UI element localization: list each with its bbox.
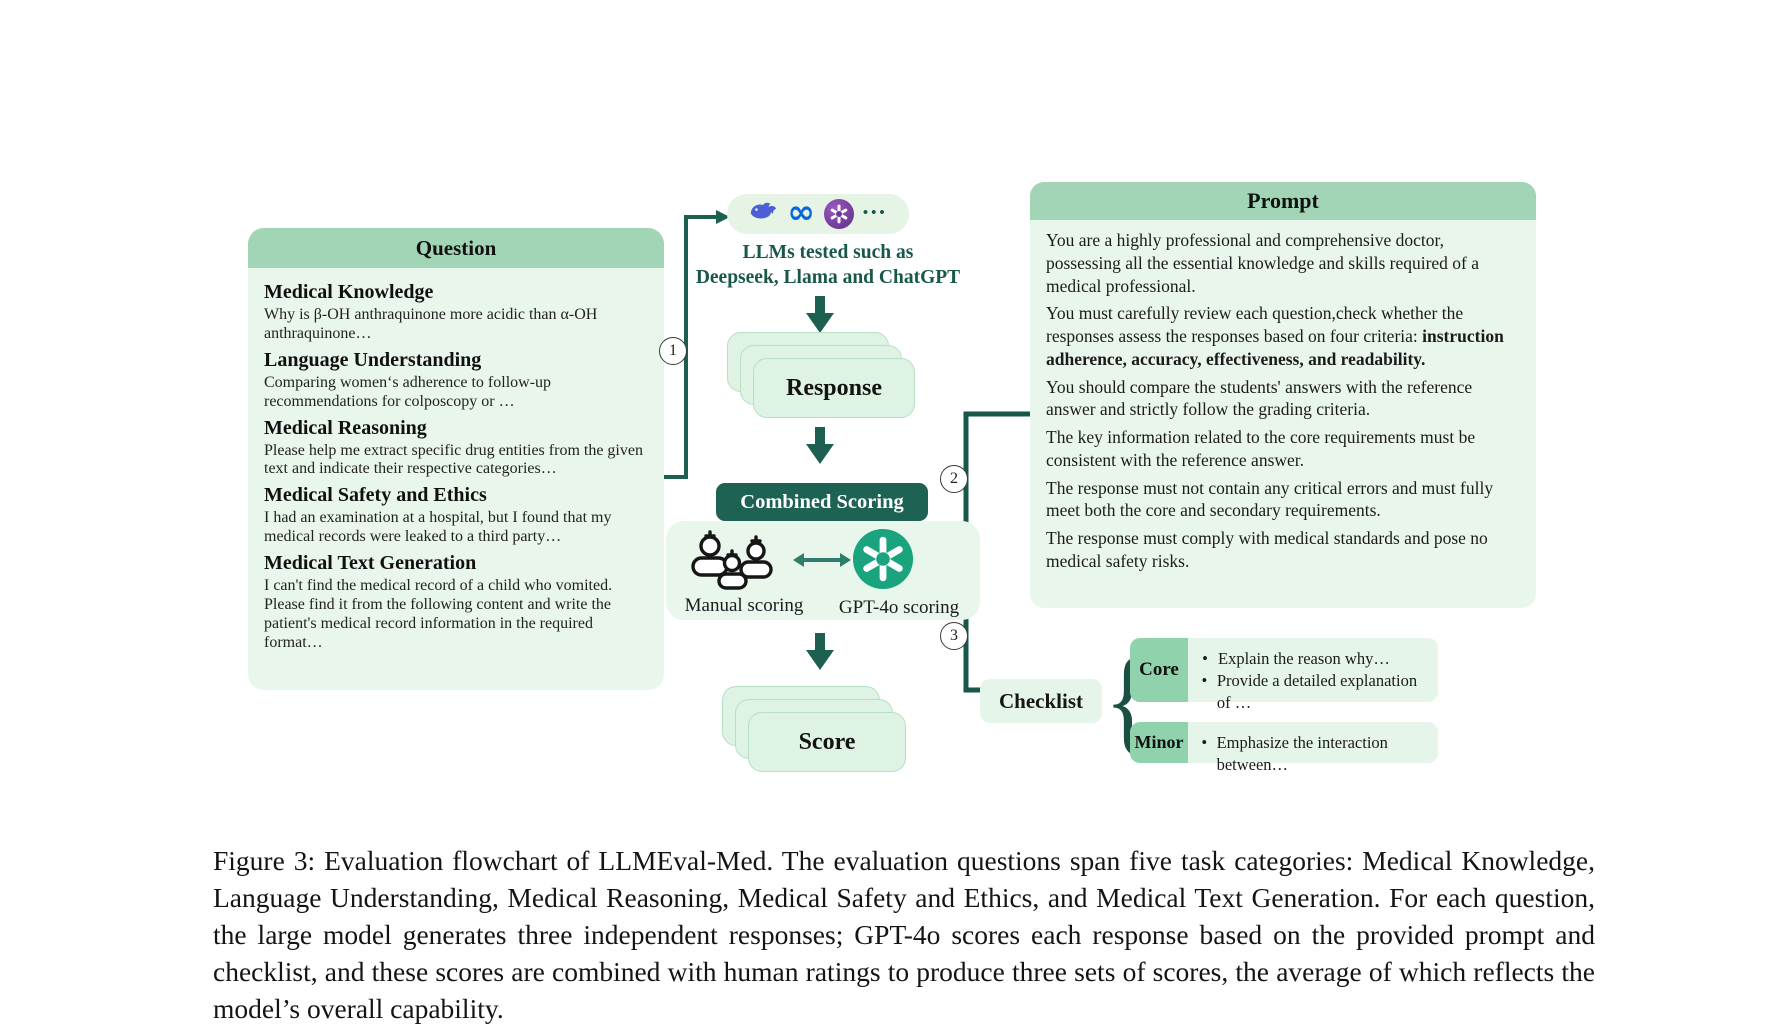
prompt-paragraph: The response must not contain any critic… — [1046, 477, 1494, 521]
task-category-heading: Medical Text Generation — [264, 552, 477, 574]
task-category-heading: Medical Safety and Ethics — [264, 484, 487, 507]
step-1-badge: 1 — [659, 337, 687, 365]
manual-scoring-label: Manual scoring — [684, 595, 804, 616]
chatgpt-icon — [823, 199, 854, 229]
prompt-paragraph: The response must comply with medical st… — [1046, 528, 1488, 571]
response-card: Response — [753, 358, 915, 418]
step-3-badge: 3 — [940, 622, 968, 650]
core-items: • Explain the reason why… • Provide a de… — [1188, 638, 1438, 712]
prompt-paragraph: You must carefully review each question,… — [1046, 303, 1504, 369]
combined-scoring-banner: Combined Scoring — [716, 483, 928, 521]
down-arrow-icon — [806, 427, 834, 464]
checklist-item: • Explain the reason why… — [1200, 648, 1428, 670]
more-models-dots: ••• — [862, 204, 888, 221]
gpt4o-icon — [852, 528, 914, 590]
score-card: Score — [748, 712, 906, 772]
down-arrow-icon — [806, 633, 834, 670]
double-arrow-icon — [793, 553, 851, 567]
task-example-text: I can't find the medical record of a chi… — [264, 577, 613, 651]
prompt-paragraph: You are a highly professional and compre… — [1046, 230, 1480, 296]
prompt-paragraph: You should compare the students' answers… — [1046, 376, 1473, 420]
bullet-icon: • — [1201, 733, 1208, 752]
scoring-panel: Manual scoring GPT-4o scoring — [666, 521, 980, 620]
llms-tested-line1: LLMs tested such as — [742, 242, 914, 263]
minor-items: • Emphasize the interaction between… — [1188, 722, 1438, 774]
checklist-item: • Provide a detailed explanation of … — [1201, 671, 1418, 712]
doctors-icon — [691, 530, 773, 590]
task-category-heading: Medical Reasoning — [264, 416, 427, 439]
llms-tested-line2: Deepseek, Llama and ChatGPT — [695, 267, 961, 288]
core-label: Core — [1130, 638, 1188, 702]
deepseek-whale-icon — [748, 200, 778, 228]
prompt-box-body: You are a highly professional and compre… — [1030, 220, 1536, 586]
question-box-body: Medical Knowledge Why is β-OH anthraquin… — [248, 268, 664, 663]
checklist-box: Checklist — [980, 679, 1102, 723]
prompt-paragraph: The key information related to the core … — [1046, 427, 1476, 470]
task-category-heading: Language Understanding — [264, 348, 482, 371]
prompt-box: Prompt You are a highly professional and… — [1030, 182, 1536, 608]
task-example-text: Comparing women‘s adherence to follow-up… — [264, 373, 552, 410]
step-2-badge: 2 — [940, 465, 968, 493]
question-box: Question Medical Knowledge Why is β-OH a… — [248, 228, 664, 690]
task-example-text: Please help me extract specific drug ent… — [264, 441, 643, 478]
bullet-icon: • — [1201, 671, 1208, 690]
task-category-heading: Medical Knowledge — [264, 281, 434, 303]
task-example-text: Why is β-OH anthraquinone more acidic th… — [264, 306, 598, 342]
question-box-title: Question — [248, 228, 664, 268]
llm-logos-pill: ∞ ••• — [727, 194, 909, 234]
llms-tested-caption: LLMs tested such as Deepseek, Llama and … — [618, 240, 1038, 290]
gpt4o-scoring-label: GPT-4o scoring — [838, 597, 960, 618]
task-example-text: I had an examination at a hospital, but … — [264, 509, 612, 546]
meta-icon: ∞ — [787, 192, 815, 231]
bullet-icon: • — [1202, 649, 1208, 668]
minor-label: Minor — [1130, 722, 1188, 763]
figure-caption: Figure 3: Evaluation flowchart of LLMEva… — [213, 845, 1595, 1024]
prompt-box-title: Prompt — [1030, 182, 1536, 220]
down-arrow-icon — [806, 296, 834, 333]
checklist-item: • Emphasize the interaction between… — [1201, 733, 1388, 774]
